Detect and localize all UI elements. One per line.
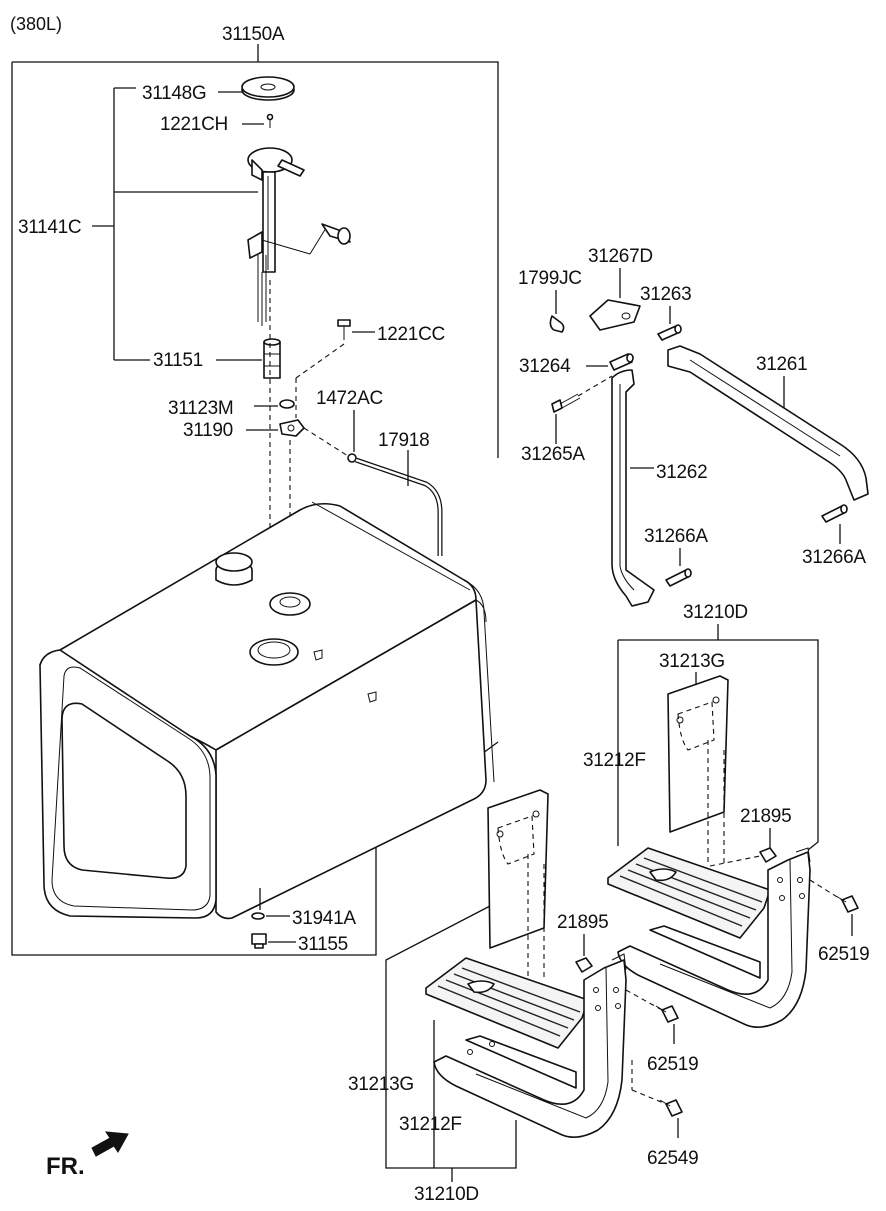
label-31213G-left: 31213G: [348, 1074, 414, 1095]
label-1472AC: 1472AC: [316, 388, 383, 409]
label-31941A: 31941A: [292, 908, 356, 929]
clamp-1799JC: [549, 315, 565, 333]
bolt-31265A: [551, 393, 581, 413]
label-31155: 31155: [298, 934, 348, 955]
label-17918: 17918: [378, 430, 429, 451]
label-31266A-mid: 31266A: [644, 526, 708, 547]
nut-21895-right: [759, 847, 777, 863]
screw-1221CH: [266, 113, 274, 128]
label-1221CH: 1221CH: [160, 114, 228, 135]
label-31261: 31261: [756, 354, 807, 375]
cap-seal-part: [241, 76, 295, 101]
label-21895-right: 21895: [740, 806, 791, 827]
capacity-label: (380L): [10, 14, 62, 34]
label-31148G: 31148G: [142, 83, 206, 104]
vent-31190: [279, 419, 305, 437]
label-31213G-right: 31213G: [659, 651, 725, 672]
label-31262: 31262: [656, 462, 707, 483]
clip-1472AC: [347, 453, 357, 463]
label-31123M: 31123M: [168, 398, 233, 419]
label-62549: 62549: [647, 1148, 698, 1169]
oring-31123M: [279, 399, 295, 409]
label-31210D-left: 31210D: [414, 1184, 479, 1205]
drain-washer: [251, 912, 265, 920]
label-31210D-right: 31210D: [683, 602, 748, 623]
label-31190: 31190: [183, 420, 233, 441]
label-62519-left: 62519: [647, 1054, 698, 1075]
label-31151: 31151: [153, 350, 203, 371]
label-31265A: 31265A: [521, 444, 585, 465]
step-plate-right: [607, 847, 771, 939]
bolt-62519-left: [655, 1005, 679, 1023]
pin-31263: [657, 324, 682, 341]
label-31267D: 31267D: [588, 246, 653, 267]
label-31212F-left: 31212F: [399, 1114, 462, 1135]
fr-label: FR.: [46, 1153, 85, 1180]
label-62519-right: 62519: [818, 944, 869, 965]
label-31264: 31264: [519, 356, 571, 377]
step-bracket-right: [617, 847, 811, 1028]
fuel-tank: [39, 501, 495, 920]
label-31263: 31263: [640, 284, 691, 305]
front-arrow-icon: [91, 1131, 129, 1157]
label-31141C: 31141C: [18, 217, 81, 238]
screw-1221CC: [337, 319, 351, 340]
bolt-62549: [659, 1099, 683, 1117]
label-1221CC: 1221CC: [377, 324, 445, 345]
pin-31264: [609, 353, 634, 371]
bolt-62519-right: [835, 895, 859, 913]
step-pad-right: [667, 675, 729, 833]
nut-21895-left: [575, 957, 593, 973]
strap-31262: [611, 369, 655, 607]
label-31212F-right: 31212F: [583, 750, 646, 771]
step-pad-left: [487, 789, 549, 949]
label-21895-left: 21895: [557, 912, 608, 933]
label-31150A: 31150A: [222, 24, 285, 45]
pin-31266A-right: [821, 504, 848, 523]
bracket-cover: [589, 299, 641, 331]
step-plate-left: [425, 957, 589, 1049]
strap-31261: [667, 345, 869, 501]
pin-31266A-mid: [665, 568, 692, 587]
label-1799JC: 1799JC: [518, 268, 582, 289]
fuel-sender-unit: [247, 147, 351, 326]
drain-plug: [251, 933, 267, 949]
step-bracket-left: [433, 953, 627, 1138]
label-31266A-right: 31266A: [802, 547, 866, 568]
filter-31151: [263, 338, 281, 379]
